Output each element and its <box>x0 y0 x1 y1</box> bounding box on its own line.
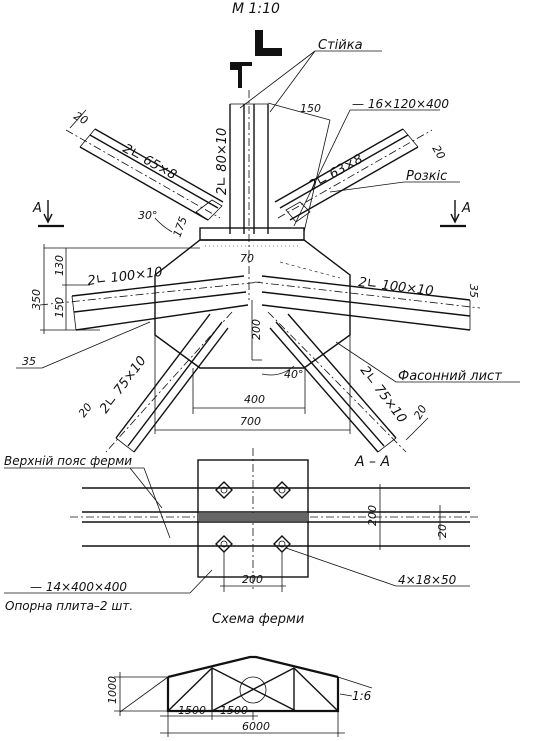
dim-1000: 1000 <box>106 676 119 704</box>
left-chord-label: 2∟ 100×10 <box>87 265 164 289</box>
dim-35-left: 35 <box>22 355 36 368</box>
section-mark-left <box>38 200 64 228</box>
dim-130: 130 <box>53 255 66 276</box>
dim-20-bl: 20 <box>76 401 95 420</box>
slope-label: 1:6 <box>352 689 372 703</box>
gusset-label: Фасонний лист <box>398 369 502 384</box>
column-angle-label: 2∟ 80×10 <box>215 128 230 195</box>
column-section-symbol <box>230 30 282 88</box>
left-lower-brace-label: 2∟ 75×10 <box>97 354 149 417</box>
support-plate-label: Опорна плита–2 шт. <box>5 599 133 613</box>
dim-20-right: 20 <box>436 524 449 538</box>
bottom-dims <box>154 335 351 434</box>
left-lower-brace <box>105 311 233 453</box>
bolts-label: 4×18×50 <box>398 573 457 587</box>
dim-70: 70 <box>240 252 254 265</box>
dim-350: 350 <box>30 289 43 310</box>
right-lower-brace <box>267 311 407 453</box>
truss-scheme <box>119 655 373 713</box>
section-a-left: A <box>32 201 42 216</box>
dim-200-mid: 200 <box>250 319 263 340</box>
dim-20-tl: 20 <box>72 109 91 127</box>
angle-40: 40° <box>284 368 304 381</box>
plate-top-label: — 16×120×400 <box>352 97 449 111</box>
right-brace-label: 2∟ 63×8 <box>307 152 366 194</box>
weld-hatch-top <box>205 245 341 279</box>
dim-175: 175 <box>171 215 190 239</box>
brace-label: Розкіс <box>406 169 447 184</box>
bolt-bl <box>215 535 233 553</box>
section-a-right: A <box>461 201 471 216</box>
column-2L80x10 <box>229 90 269 300</box>
dim-20-tr: 20 <box>429 143 447 162</box>
angle-30: 30° <box>138 209 158 222</box>
section-aa-label: A – A <box>354 454 390 470</box>
left-chord <box>39 275 261 331</box>
dim-400: 400 <box>244 393 265 406</box>
base-plate-label: — 14×400×400 <box>30 580 127 594</box>
dim-200-right: 200 <box>366 505 379 526</box>
dim-150: 150 <box>300 102 321 115</box>
bolt-tl <box>215 481 233 499</box>
column-label: Стійка <box>318 38 363 53</box>
section-mark-right <box>440 200 466 228</box>
dim-200-bottom: 200 <box>242 573 263 586</box>
left-upper-brace <box>65 128 224 221</box>
dim-35-right: 35 <box>467 284 480 298</box>
right-upper-brace <box>274 128 433 223</box>
right-chord <box>254 275 481 331</box>
left-brace-label: 2∟ 65×8 <box>120 141 179 183</box>
dim-6000: 6000 <box>242 720 270 733</box>
left-dim-lines <box>40 244 200 334</box>
dim-700: 700 <box>240 415 261 428</box>
dim-150-left: 150 <box>53 297 66 318</box>
dim-1500-b: 1500 <box>220 704 248 717</box>
dim-1500-a: 1500 <box>178 704 206 717</box>
bolt-br <box>273 535 291 553</box>
bolt-tr <box>273 481 291 499</box>
dim-20-br: 20 <box>411 403 429 422</box>
scheme-title: Схема ферми <box>212 612 304 627</box>
section-aa-drawing <box>70 448 480 590</box>
scale-top-label: M 1:10 <box>232 1 280 17</box>
top-chord-label: Верхній пояс ферми <box>4 454 132 468</box>
top-plate <box>199 227 305 241</box>
weld-strip <box>198 513 308 521</box>
